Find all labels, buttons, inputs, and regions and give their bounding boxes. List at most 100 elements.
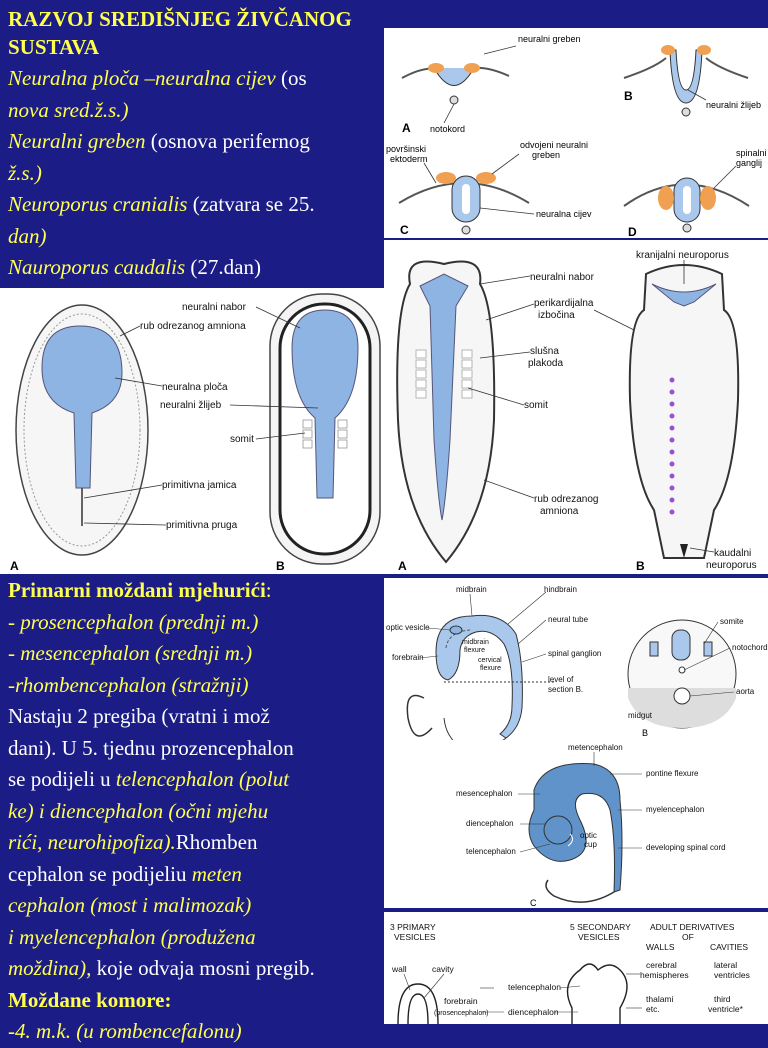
ventricles-heading: Moždane komore:: [8, 987, 172, 1012]
label-perikardijalna: perikardijalna: [534, 298, 594, 309]
label-metencephalon: metencephalon: [568, 743, 623, 752]
body-segment: i myelencephalon (produžena: [8, 924, 256, 949]
label-c-vesicles: C: [530, 898, 537, 908]
body-line: Nastaju 2 pregiba (vratni i mož: [8, 701, 384, 733]
vesicle-item: - prosencephalon (prednji m.): [8, 609, 259, 634]
label-cerebral: cerebral: [646, 960, 677, 970]
label-b-embryo: B: [276, 559, 285, 573]
body-line: se podijeli u telencephalon (polut: [8, 764, 384, 796]
label-primitivna-pruga: primitivna pruga: [166, 520, 238, 531]
slide-title-line1: RAZVOJ SREDIŠNJEG ŽIVČANOG: [8, 7, 352, 31]
figure-brain-flexures: A B midbrain hindbrain optic vesicle for…: [384, 578, 768, 764]
label-somit-3: somit: [524, 400, 548, 411]
label-neuralna-cijev: neuralna cijev: [536, 209, 592, 219]
label-etc: etc.: [646, 1004, 660, 1014]
label-optic-vesicle: optic vesicle: [386, 623, 430, 632]
label-mesencephalon: mesencephalon: [456, 789, 512, 798]
vesicles-colon: :: [265, 578, 272, 602]
label-neuralni-nabor-3: neuralni nabor: [530, 272, 595, 283]
label-midbrain-flexure: midbrain: [462, 639, 489, 646]
label-cavities: CAVITIES: [710, 942, 748, 952]
label-cup: cup: [584, 840, 597, 849]
topic-term: dan): [8, 223, 47, 248]
label-somit: somit: [230, 434, 254, 445]
label-neuroporus: neuroporus: [706, 560, 757, 571]
label-neuralni-nabor: neuralni nabor: [182, 302, 247, 313]
label-a-top: A: [402, 121, 411, 135]
figure-neuropores: A B kranijalni neuroporus neuralni nabor…: [384, 240, 768, 574]
body-line: rići, neurohipofiza).Rhomben: [8, 827, 384, 859]
label-adult-derivatives: ADULT DERIVATIVES: [650, 922, 735, 932]
topic-line: nova sred.ž.s.): [8, 95, 384, 127]
topic-line: Neuralni greben (osnova perifernog: [8, 126, 384, 158]
body-segment: cephalon se podijeliu: [8, 861, 192, 886]
slide-title-line2: SUSTAVA: [8, 34, 100, 59]
label-primitivna-jamica: primitivna jamica: [162, 480, 237, 491]
label-somite: somite: [720, 617, 744, 626]
vesicles-heading: Primarni moždani mjehurići: [8, 578, 266, 602]
body-segment: ke) i diencephalon (očni mjehu: [8, 798, 269, 823]
label-midbrain-flexure-2: flexure: [464, 647, 485, 654]
label-midgut: midgut: [628, 711, 653, 720]
label-ganglij: ganglij: [736, 158, 762, 168]
topic-term: ž.s.): [8, 160, 42, 185]
label-izbocina: izbočina: [538, 310, 575, 321]
label-optic: optic: [580, 831, 597, 840]
label-c-top: C: [400, 223, 409, 237]
body-segment: koje odvaja mosni pregib.: [91, 956, 315, 980]
label-notochord: notochord: [732, 643, 768, 652]
label-neuralni-zlijeb: neuralni žlijeb: [160, 400, 222, 411]
label-forebrain: forebrain: [392, 653, 424, 662]
neural-tube-sections-svg: neuralni greben notokord A neuralni žlij…: [386, 34, 767, 238]
body-line: moždina), koje odvaja mosni pregib.: [8, 953, 384, 985]
label-5-secondary: 5 SECONDARY: [570, 922, 631, 932]
label-kranijalni: kranijalni neuroporus: [636, 250, 729, 261]
figure-brain-vesicles: C metencephalon pontine flexure mesencep…: [384, 740, 768, 908]
label-spinalni: spinalni: [736, 148, 767, 158]
label-pontine: pontine flexure: [646, 769, 699, 778]
vesicles-block: Primarni moždani mjehurići: - prosenceph…: [8, 575, 384, 1048]
label-ventricle: ventricle*: [708, 1004, 744, 1014]
label-spinal-ganglion: spinal ganglion: [548, 649, 601, 658]
body-segment: telencephalon (polut: [115, 767, 290, 791]
figure-neural-tube-sections: neuralni greben notokord A neuralni žlij…: [384, 28, 768, 238]
label-telencephalon: telencephalon: [466, 847, 516, 856]
body-segment: cephalon (most i malimozak): [8, 893, 252, 917]
label-third: third: [714, 994, 731, 1004]
label-cervical: cervical: [478, 657, 502, 664]
label-neuralni-zlijeb: neuralni žlijeb: [706, 100, 761, 110]
label-myelencephalon: myelencephalon: [646, 805, 704, 814]
topic-line: dan): [8, 221, 384, 253]
label-diencephalon-6: diencephalon: [508, 1007, 559, 1017]
label-wall: wall: [391, 964, 407, 974]
label-of: OF: [682, 932, 694, 942]
vesicle-item: - mesencephalon (srednji m.): [8, 641, 253, 665]
body-segment: rići, neurohipofiza).: [8, 830, 176, 854]
topic-line: Neuroporus cranialis (zatvara se 25.: [8, 189, 384, 221]
label-slusna: slušna: [530, 346, 559, 357]
label-forebrain-6: forebrain: [444, 996, 478, 1006]
topic-note: (osnova perifernog: [145, 129, 310, 153]
label-hemispheres: hemispheres: [640, 970, 689, 980]
label-lateral: lateral: [714, 960, 737, 970]
label-b-neuropore: B: [636, 559, 645, 573]
brain-vesicles-svg: C metencephalon pontine flexure mesencep…: [456, 743, 726, 908]
label-b-flex: B: [642, 728, 648, 738]
topic-line: Nauroporus caudalis (27.dan): [8, 252, 384, 284]
title-block: RAZVOJ SREDIŠNJEG ŽIVČANOG SUSTAVA Neura…: [8, 4, 384, 284]
vesicles-heading-line: Primarni moždani mjehurići:: [8, 575, 384, 607]
label-vesicles-secondary: VESICLES: [578, 932, 620, 942]
body-segment: dani). U 5. tjednu prozencephalon: [8, 735, 294, 760]
label-rub-amniona: rub odrezanog amniona: [140, 321, 246, 332]
label-diencephalon: diencephalon: [466, 819, 514, 828]
topic-note: (zatvara se 25.: [187, 192, 315, 216]
ventricles-partial: -4. m.k. (u rombencefalonu): [8, 1019, 242, 1043]
label-kaudalni: kaudalni: [714, 548, 751, 559]
body-segment: moždina),: [8, 956, 92, 980]
label-povrsinski: površinski: [386, 144, 426, 154]
topic-line: ž.s.): [8, 158, 384, 190]
label-amniona: amniona: [540, 506, 579, 517]
label-cervical-2: flexure: [480, 665, 501, 672]
topic-term: Neuralni greben: [8, 129, 146, 153]
label-prosencephalon: (prosencephalon): [434, 1010, 488, 1017]
